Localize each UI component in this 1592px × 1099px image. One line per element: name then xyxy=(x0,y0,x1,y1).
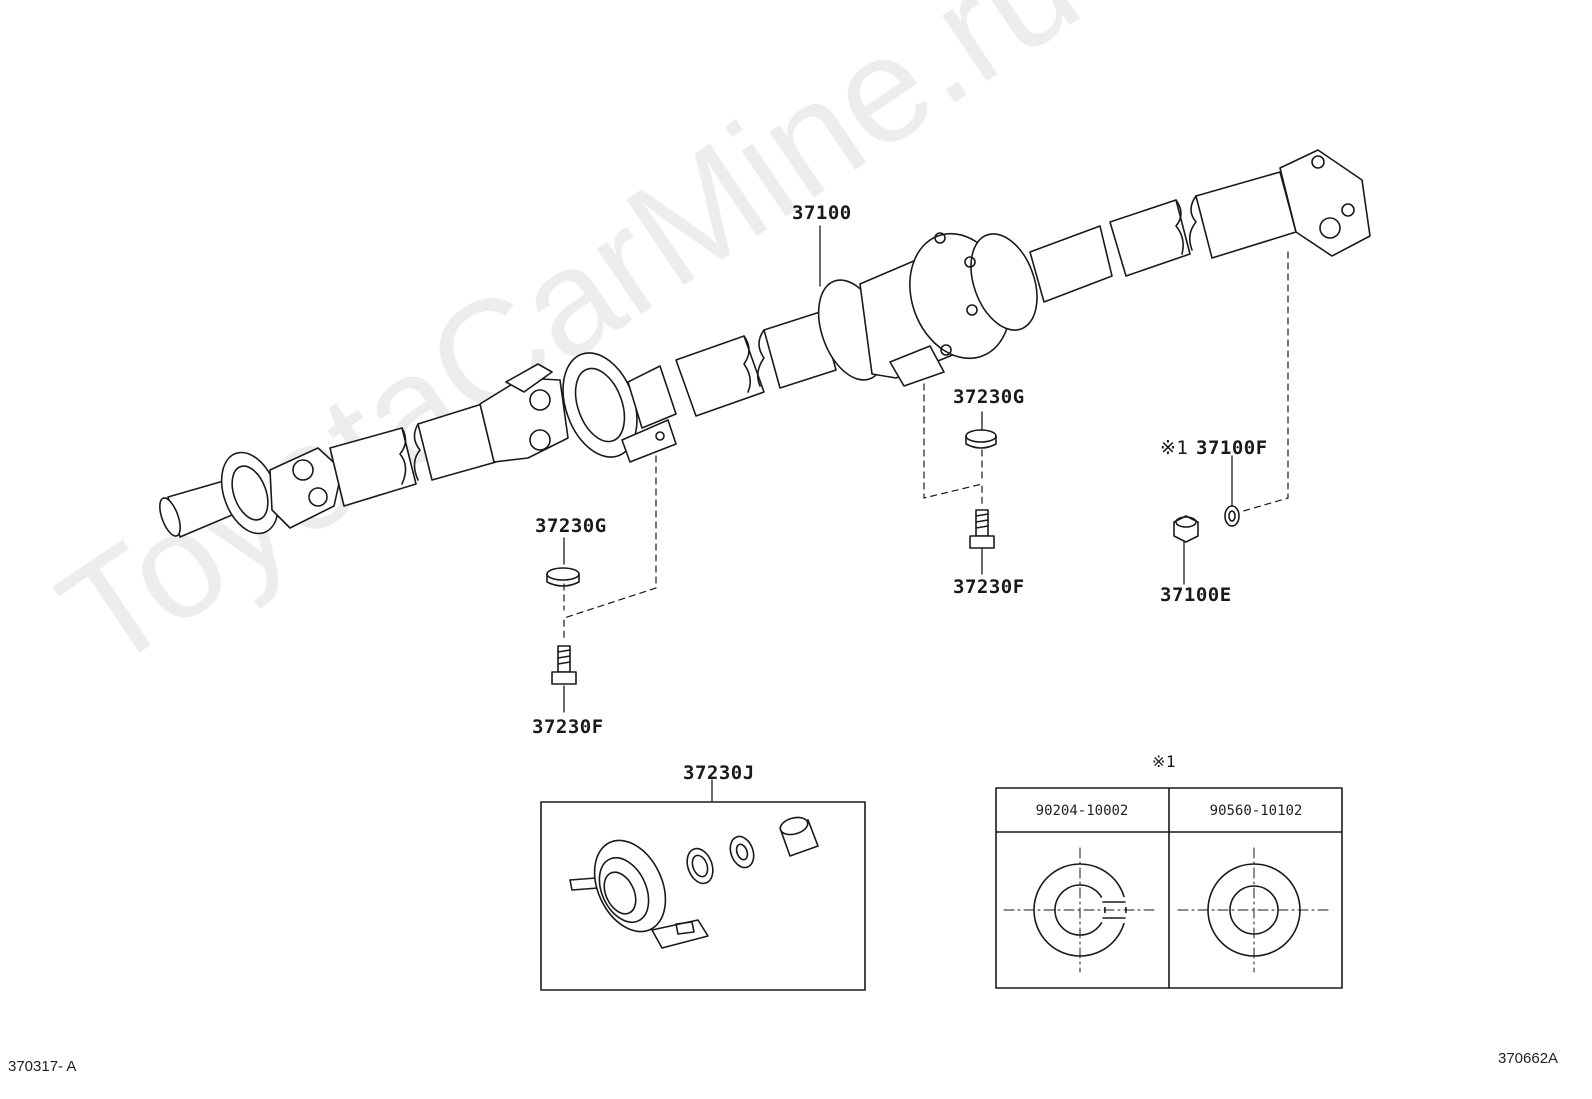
footer-right-code: 370662A xyxy=(1498,1050,1559,1067)
note-table-col-1: 90204-10002 xyxy=(1035,803,1129,819)
label-37230f-left: 37230F xyxy=(532,716,604,738)
washer-left xyxy=(546,567,580,587)
propeller-shaft-drawing xyxy=(159,149,1371,538)
label-37100: 37100 xyxy=(792,202,852,224)
flange-nut xyxy=(1173,515,1199,543)
label-37230j: 37230J xyxy=(683,762,755,784)
label-37230g-center: 37230G xyxy=(953,386,1025,408)
bolt-center xyxy=(969,509,995,549)
note-table xyxy=(995,787,1343,989)
washer-center xyxy=(965,429,997,449)
dashed-guides xyxy=(563,251,1289,641)
bolt-left xyxy=(551,645,577,685)
note-table-mark: ※1 xyxy=(1152,752,1177,771)
label-note-mark: ※1 xyxy=(1160,437,1189,459)
label-37230g-left: 37230G xyxy=(535,515,607,537)
footer-left-code: 370317- A xyxy=(8,1058,77,1075)
note-table-col-2: 90560-10102 xyxy=(1209,803,1303,819)
label-37100e: 37100E xyxy=(1160,584,1232,606)
bearing-kit-box xyxy=(540,801,866,991)
flange-washer xyxy=(1224,505,1240,527)
label-37230f-center: 37230F xyxy=(953,576,1025,598)
label-37100f: 37100F xyxy=(1196,437,1268,459)
